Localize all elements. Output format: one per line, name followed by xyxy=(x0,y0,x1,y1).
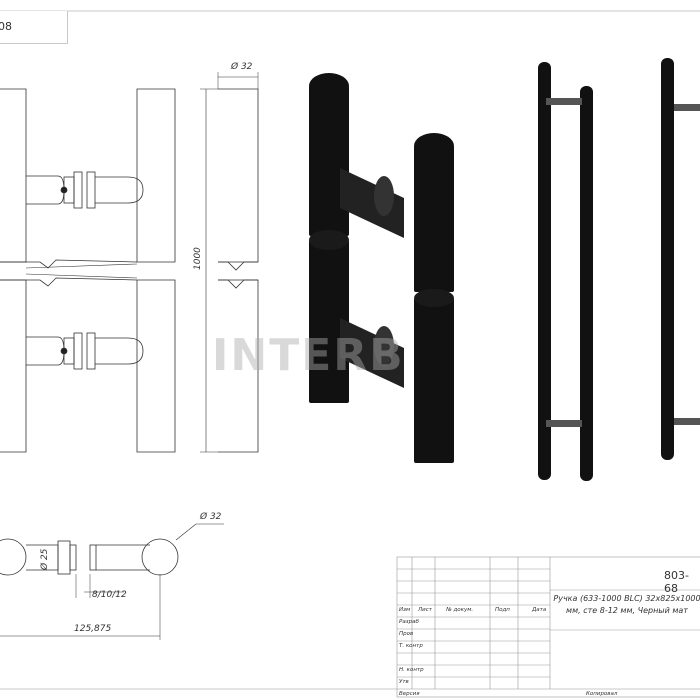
header-list: Лист xyxy=(418,607,432,613)
dim-diameter-inner: Ø 25 xyxy=(40,548,50,570)
doc-number: 803-68 xyxy=(664,569,689,595)
row-prov: Пров xyxy=(399,631,414,637)
header-doc-num: № докум. xyxy=(446,607,474,613)
drawing-code: 08 xyxy=(0,20,12,33)
header-date: Дата xyxy=(532,607,547,613)
dim-glass-thickness: 8/10/12 xyxy=(92,590,127,600)
dim-height: 1000 xyxy=(193,247,203,270)
side-view xyxy=(200,72,259,453)
header-sign: Подп xyxy=(495,607,510,613)
dim-overall-depth: 125,875 xyxy=(74,624,112,634)
dim-diameter-top: Ø 32 xyxy=(231,62,253,72)
watermark-logo: INTERB xyxy=(212,330,405,381)
render-3d xyxy=(309,73,454,463)
row-n-kontr: Н. контр xyxy=(399,667,424,673)
row-t-kontr: Т. контр xyxy=(399,643,423,649)
render-thin-bars xyxy=(538,58,700,481)
dim-diameter-bottom: Ø 32 xyxy=(200,512,222,522)
title-block xyxy=(396,556,700,698)
row-utv: Утв xyxy=(399,679,409,685)
top-view xyxy=(0,523,224,640)
doc-title: Ручка (633-1000 BLC) 32х825х1000 мм, сте… xyxy=(553,594,700,615)
drawing-code-box: 08 xyxy=(0,11,68,44)
footer-version: Версия xyxy=(399,691,420,697)
row-razrab: Разраб xyxy=(399,619,419,625)
footer-copied: Копировал xyxy=(586,691,618,697)
front-view xyxy=(0,88,176,453)
header-izm: Изм xyxy=(399,607,411,613)
